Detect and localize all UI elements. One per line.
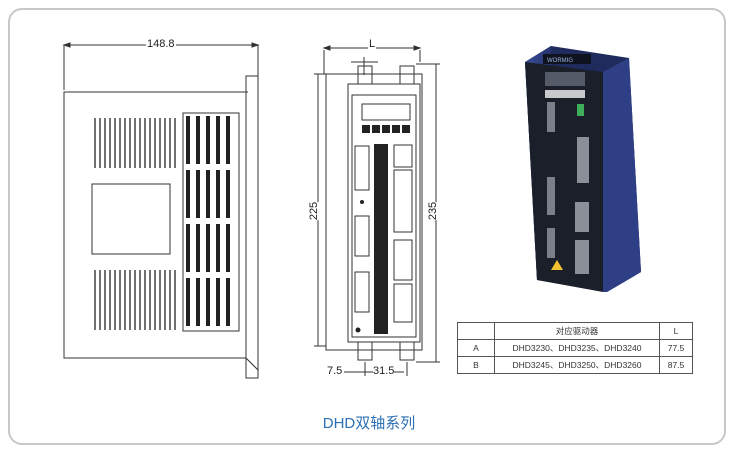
vent-grid-slot [226, 170, 230, 218]
vent-grid-slot [216, 224, 220, 272]
vent-grid-slot [216, 116, 220, 164]
table-header-cell: 对应驱动器 [494, 322, 660, 340]
spec-table: 对应驱动器 L A DHD3230、DHD3235、DHD3240 77.5 B… [457, 322, 693, 374]
vent-grid-slot [226, 116, 230, 164]
dimension-235-label: 235 [427, 201, 440, 221]
vent-grid-slot [206, 116, 210, 164]
photo-brand-text: WORMIG [547, 58, 573, 64]
table-header-cell [457, 322, 495, 340]
table-header-row: 对应驱动器 L [457, 322, 693, 340]
product-photo: WORMIG [525, 46, 641, 292]
vent-grid-slot [206, 278, 210, 326]
dimension-7-5-label: 7.5 [327, 365, 343, 377]
vent-grid-slot [216, 170, 220, 218]
dimension-225-label: 225 [308, 201, 321, 221]
dimension-l-label: L [368, 38, 377, 50]
vent-grid-slot [206, 170, 210, 218]
vent-grid-slot [186, 224, 190, 272]
row-models: DHD3245、DHD3250、DHD3260 [494, 356, 660, 374]
vent-grid-slot [196, 170, 200, 218]
series-caption: DHD双轴系列 [322, 415, 416, 432]
vent-grid-slot [196, 278, 200, 326]
row-l-value: 77.5 [659, 339, 693, 357]
vent-grid-slot [196, 116, 200, 164]
vent-grid-slot [216, 278, 220, 326]
table-row: B DHD3245、DHD3250、DHD3260 87.5 [457, 356, 693, 374]
vent-grid-slot [226, 224, 230, 272]
vent-grid-slot [206, 224, 210, 272]
vent-grid-slot [186, 278, 190, 326]
row-key: B [457, 356, 495, 374]
dimension-width-label: 148.8 [146, 38, 176, 50]
vent-grid-slot [186, 116, 190, 164]
row-key: A [457, 339, 495, 357]
dimension-31-5-label: 31.5 [373, 365, 395, 377]
row-models: DHD3230、DHD3235、DHD3240 [494, 339, 660, 357]
table-header-cell: L [659, 322, 693, 340]
vent-grid-slot [186, 170, 190, 218]
vent-grid-slot [226, 278, 230, 326]
vent-grid-slot [196, 224, 200, 272]
row-l-value: 87.5 [659, 356, 693, 374]
table-row: A DHD3230、DHD3235、DHD3240 77.5 [457, 339, 693, 357]
